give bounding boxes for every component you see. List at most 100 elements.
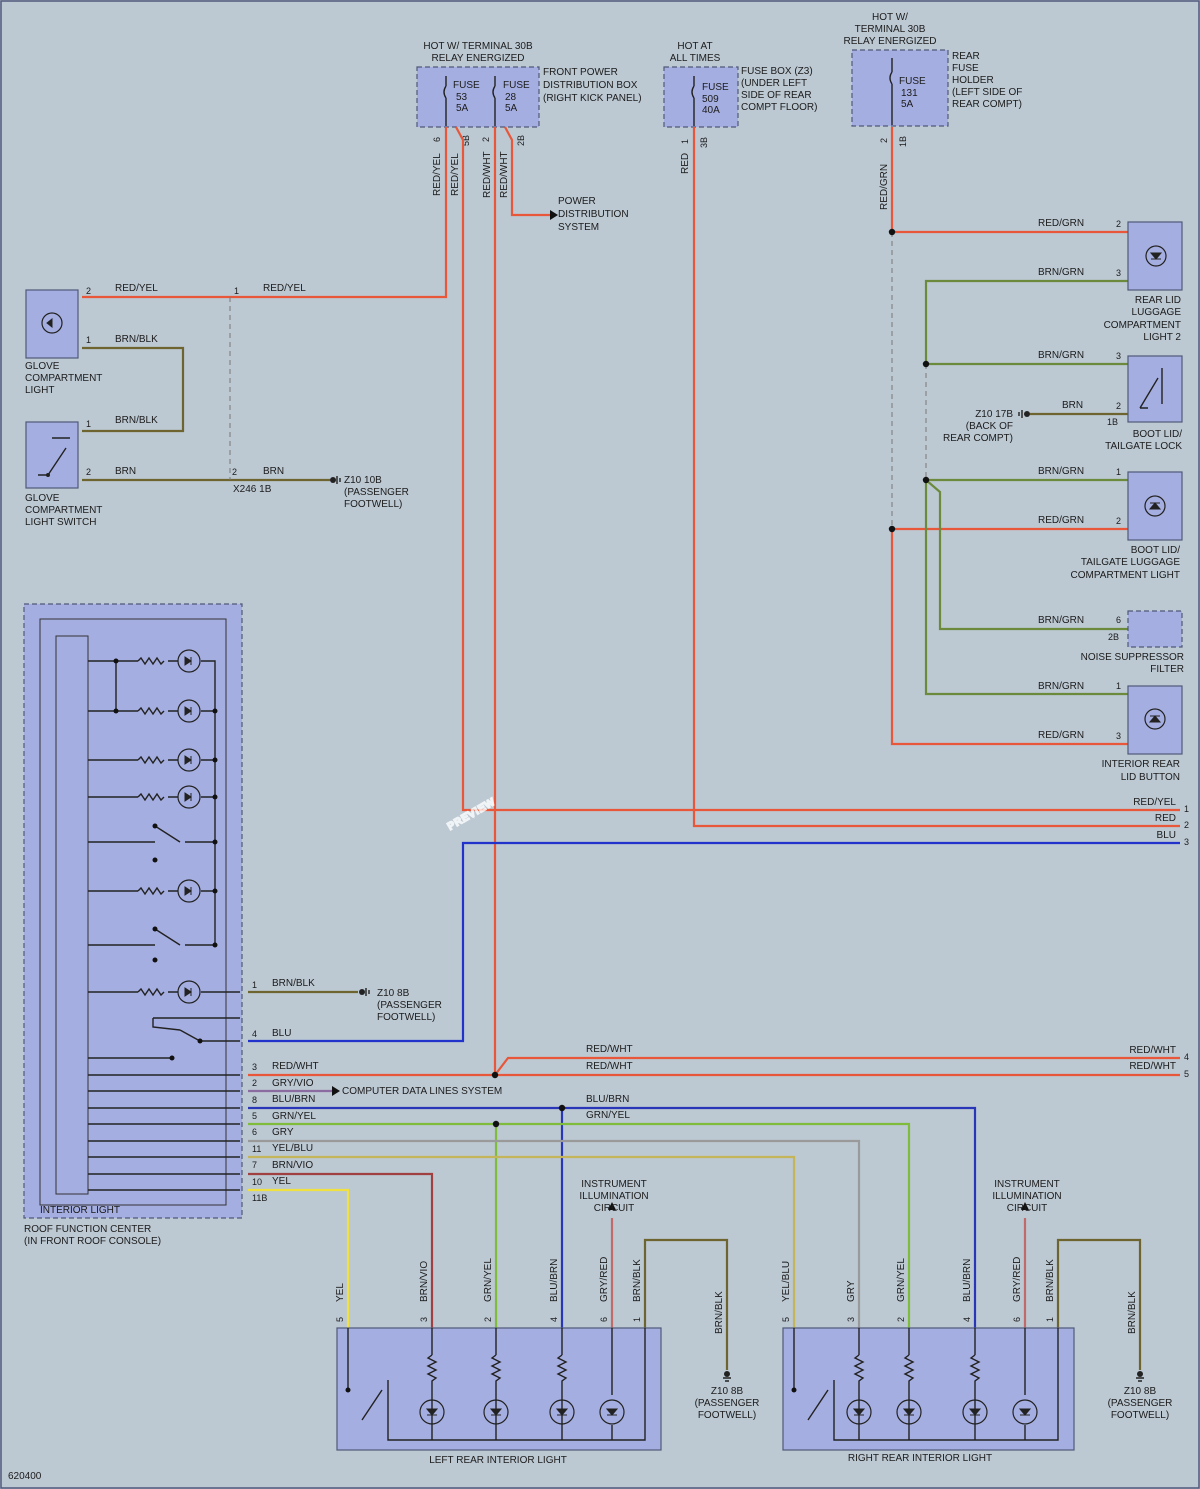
fuse53-symbol <box>443 76 447 126</box>
label-brn-grn: BRN/GRN <box>1038 350 1084 361</box>
fuse3-hot-2: TERMINAL 30B <box>855 24 926 35</box>
switch-dot <box>791 1387 797 1393</box>
pin: 7 <box>252 1160 257 1170</box>
ground-label: Z10 8B <box>711 1386 744 1397</box>
label-yel: YEL <box>335 1283 346 1302</box>
ground-label: FOOTWELL) <box>1111 1410 1169 1421</box>
wire-gry <box>248 1139 861 1328</box>
label-gry-red: GRY/RED <box>599 1257 610 1302</box>
label: NOISE SUPPRESSOR <box>1081 652 1184 663</box>
wire-blu <box>248 841 1180 1043</box>
wire-grn-yel <box>248 1122 911 1328</box>
wires <box>82 126 1180 1370</box>
splice-dot <box>491 1071 499 1079</box>
ground-label: (PASSENGER <box>1108 1398 1173 1409</box>
led-icon <box>852 1408 1032 1416</box>
wire-yel-blu <box>248 1155 796 1328</box>
pin: 1 <box>86 419 91 429</box>
label: LUGGAGE <box>1132 307 1182 318</box>
label: ILLUMINATION <box>579 1191 648 1202</box>
pin-6: 6 <box>432 137 442 142</box>
pin-2: 2 <box>879 138 889 143</box>
lamp-icon <box>41 312 63 334</box>
pin: 4 <box>962 1317 972 1322</box>
ground-label: (PASSENGER <box>377 1000 442 1011</box>
fuse509-num: 509 <box>702 94 719 105</box>
fuse2-hot-1: HOT AT <box>677 41 712 52</box>
pin-5b: 5B <box>461 135 471 146</box>
label-gry-red: GRY/RED <box>1012 1257 1023 1302</box>
pin-1b: 1B <box>898 136 908 147</box>
label-brn-grn: BRN/GRN <box>1038 615 1084 626</box>
label-brn-grn: BRN/GRN <box>1038 267 1084 278</box>
glove-switch-label-2: COMPARTMENT <box>25 505 102 516</box>
lamp-icon <box>177 699 201 723</box>
pin: 2 <box>483 1317 493 1322</box>
splice-points <box>491 228 930 1128</box>
ground-icon <box>1136 1371 1144 1382</box>
label: BOOT LID/ <box>1133 429 1182 440</box>
roof-dots <box>113 658 218 1061</box>
label: COMPARTMENT LIGHT <box>1071 570 1180 581</box>
wire-brn-vio <box>248 1172 434 1328</box>
label: TAILGATE LOCK <box>1105 441 1182 452</box>
fuse1-hot-label-1: HOT W/ TERMINAL 30B <box>423 41 533 52</box>
wire-brn-blk-glove <box>82 346 185 433</box>
pin: 2 <box>252 1078 257 1088</box>
label: CIRCUIT <box>594 1203 635 1214</box>
pin: 1B <box>1107 417 1118 427</box>
wire-red-grn-lid2 <box>890 127 1128 234</box>
fuse131-symbol <box>889 58 893 125</box>
fuse-box-1 <box>416 66 540 128</box>
pin: 1 <box>1116 467 1121 477</box>
lamp-icon <box>1145 245 1167 267</box>
pin: 2 <box>1116 401 1121 411</box>
computer-data-label: COMPUTER DATA LINES SYSTEM <box>342 1086 502 1097</box>
label-grn-yel: GRN/YEL <box>483 1258 494 1302</box>
ground-label: (PASSENGER <box>344 487 409 498</box>
lamp-icon <box>177 748 201 772</box>
label-blu: BLU <box>1157 830 1176 841</box>
label-red-grn: RED/GRN <box>879 164 890 210</box>
pin: 6 <box>1012 1317 1022 1322</box>
label-red-wht: RED/WHT <box>586 1044 633 1055</box>
glove-switch-label-3: LIGHT SWITCH <box>25 517 96 528</box>
lamp-icon <box>177 785 201 809</box>
fuse1-hot-label-2: RELAY ENERGIZED <box>432 53 525 64</box>
diagram-code: 620400 <box>8 1471 42 1482</box>
splice-dot <box>492 1120 500 1128</box>
pin: 2 <box>86 467 91 477</box>
pin: 5 <box>335 1317 345 1322</box>
glove-light-label-2: COMPARTMENT <box>25 373 102 384</box>
lamp-icon <box>962 1399 988 1425</box>
pin: 3 <box>1116 351 1121 361</box>
roof-center-label-2: (IN FRONT ROOF CONSOLE) <box>24 1236 161 1247</box>
pds-label-2: DISTRIBUTION <box>558 209 629 220</box>
label-red-wht: RED/WHT <box>1129 1061 1176 1072</box>
fuse53-label: FUSE <box>453 80 480 91</box>
label-red-yel: RED/YEL <box>1133 797 1176 808</box>
offpage-pin: 5 <box>1184 1069 1189 1079</box>
fuse509-symbol <box>691 76 695 126</box>
label-yel: YEL <box>272 1176 291 1187</box>
label-red-grn: RED/GRN <box>1038 218 1084 229</box>
fuse509-amps: 40A <box>702 105 720 116</box>
glove-compartment-light: GLOVE COMPARTMENT LIGHT 2 1 <box>25 286 102 396</box>
label: BOOT LID/ <box>1131 545 1180 556</box>
wire-brn-blk-right <box>1056 1238 1142 1370</box>
fuse131-amps: 5A <box>901 99 914 110</box>
pin: 3 <box>1116 731 1121 741</box>
noise-suppressor-filter: NOISE SUPPRESSOR FILTER 6 2B <box>1081 610 1184 675</box>
wire-red-offpage <box>692 127 1180 828</box>
arrow-up-icon <box>608 1202 616 1210</box>
splice-dot <box>922 476 930 484</box>
label-gry-vio: GRY/VIO <box>272 1078 314 1089</box>
label: REAR LID <box>1135 295 1181 306</box>
label-brn-grn: BRN/GRN <box>1038 681 1084 692</box>
arrow-icon <box>332 1086 340 1096</box>
fuse28-amps: 5A <box>505 103 518 114</box>
label-brn-blk: BRN/BLK <box>1127 1291 1138 1334</box>
pin: 6 <box>1116 615 1121 625</box>
label-yel-blu: YEL/BLU <box>272 1143 313 1154</box>
